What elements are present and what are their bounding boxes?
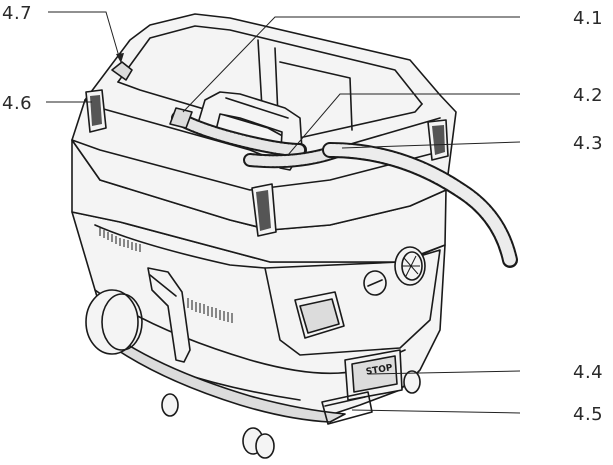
- callout-4-2: 4.2: [573, 85, 603, 106]
- callout-leaders: [46, 11, 521, 414]
- start-stop-lever[interactable]: [321, 391, 373, 425]
- caster-front-right: [403, 370, 421, 394]
- callout-4-5: 4.5: [573, 404, 603, 425]
- callout-4-4: 4.4: [573, 362, 603, 383]
- rear-wheel-left: [85, 289, 143, 355]
- hose-clip-front[interactable]: [251, 183, 277, 237]
- selector-knob-small[interactable]: [363, 270, 387, 296]
- caster-front-left: [242, 427, 275, 459]
- power-socket[interactable]: [294, 291, 345, 339]
- vent-slots-left: [99, 228, 141, 252]
- tank-latch: [147, 267, 191, 363]
- hose-clip-left[interactable]: [85, 89, 107, 133]
- top-rim-notch: [111, 61, 133, 81]
- callout-4-1: 4.1: [573, 8, 603, 29]
- suction-hose[interactable]: [169, 107, 518, 268]
- vent-slots-right: [187, 298, 233, 323]
- callout-4-7: 4.7: [2, 3, 32, 24]
- callout-4-6: 4.6: [2, 93, 32, 114]
- caster-rear-right: [161, 393, 179, 417]
- hose-clip-right[interactable]: [427, 119, 449, 161]
- suction-control-knob[interactable]: [394, 246, 426, 286]
- callout-4-3: 4.3: [573, 133, 603, 154]
